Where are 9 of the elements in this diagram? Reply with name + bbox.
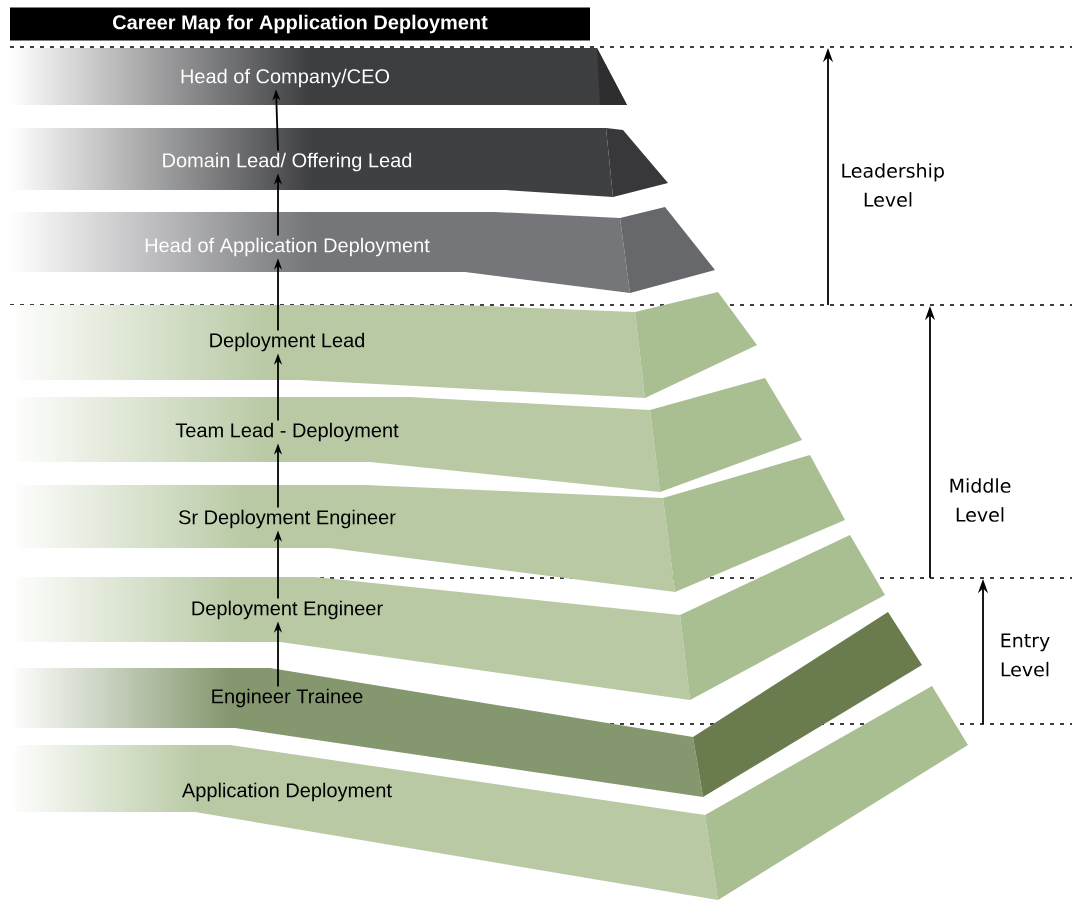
tier-band: Deployment Lead: [10, 292, 757, 398]
level-label: Entry Level: [1001, 633, 1050, 677]
level-label: Leadership Level: [842, 163, 944, 207]
title-bar: Career Map for Application Deployment: [10, 7, 590, 41]
level-label: Middle Level: [950, 478, 1011, 522]
tier-band: Head of Company/CEO: [10, 48, 627, 105]
tier-band: Domain Lead/ Offering Lead: [10, 128, 668, 197]
tier-band: Team Lead - Deployment: [10, 378, 802, 492]
tier-band: Head of Application Deployment: [10, 207, 715, 293]
